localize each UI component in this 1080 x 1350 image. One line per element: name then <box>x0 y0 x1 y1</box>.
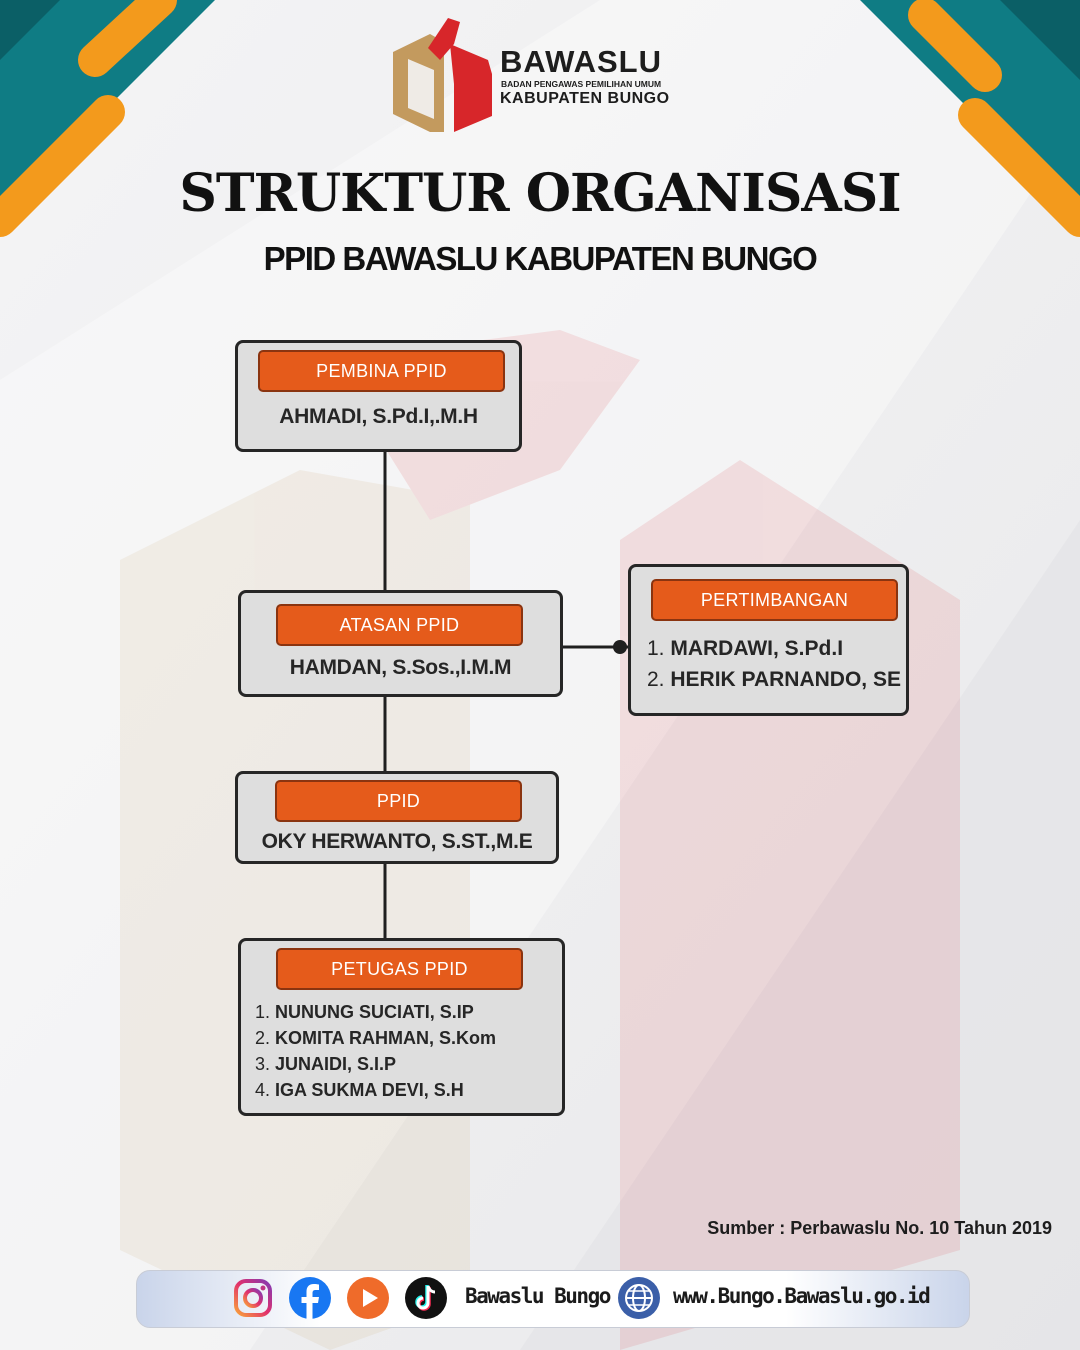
pertimbangan-box: PERTIMBANGAN 1. MARDAWI, S.Pd.I 2. HERIK… <box>628 564 909 716</box>
pembina-ppid-label: PEMBINA PPID <box>258 350 505 392</box>
youtube-icon[interactable] <box>346 1276 390 1320</box>
list-item: 4. IGA SUKMA DEVI, S.H <box>255 1080 464 1100</box>
bawaslu-emblem-icon <box>393 18 492 132</box>
petugas-ppid-box: PETUGAS PPID 1. NUNUNG SUCIATI, S.IP 2. … <box>238 938 565 1116</box>
list-item: 1. MARDAWI, S.Pd.I <box>647 637 844 660</box>
instagram-icon[interactable] <box>231 1276 275 1320</box>
source-note: Sumber : Perbawaslu No. 10 Tahun 2019 <box>707 1218 1052 1238</box>
footer-bar: Bawaslu Bungo www.Bungo.Bawaslu.go.id <box>136 1270 970 1328</box>
pembina-ppid-box: PEMBINA PPID AHMADI, S.Pd.I,.M.H <box>235 340 522 452</box>
connector-dot <box>613 640 627 654</box>
ppid-label: PPID <box>275 780 522 822</box>
tiktok-icon[interactable] <box>404 1276 448 1320</box>
list-item: 2. HERIK PARNANDO, SE <box>647 668 901 691</box>
pembina-ppid-name: AHMADI, S.Pd.I,.M.H <box>279 405 478 428</box>
logo-org-name: BAWASLU <box>500 44 662 79</box>
list-item: 2. KOMITA RAHMAN, S.Kom <box>255 1028 497 1048</box>
website-link[interactable]: www.Bungo.Bawaslu.go.id <box>673 1284 931 1308</box>
pertimbangan-list: 1. MARDAWI, S.Pd.I 2. HERIK PARNANDO, SE <box>647 633 901 695</box>
page-title: STRUKTUR ORGANISASI <box>179 163 901 224</box>
logo-org-full: BADAN PENGAWAS PEMILIHAN UMUM <box>501 79 662 89</box>
social-handle[interactable]: Bawaslu Bungo <box>465 1284 611 1308</box>
facebook-icon[interactable] <box>288 1276 332 1320</box>
atasan-ppid-name: HAMDAN, S.Sos.,I.M.M <box>289 656 512 679</box>
ppid-name: OKY HERWANTO, S.ST.,M.E <box>261 830 533 853</box>
page-subtitle: PPID BAWASLU KABUPATEN BUNGO <box>263 240 818 277</box>
list-item: 3. JUNAIDI, S.I.P <box>255 1054 397 1074</box>
list-item: 1. NUNUNG SUCIATI, S.IP <box>255 1002 474 1022</box>
atasan-ppid-label: ATASAN PPID <box>276 604 523 646</box>
ppid-box: PPID OKY HERWANTO, S.ST.,M.E <box>235 771 559 864</box>
bawaslu-logo: BAWASLU BADAN PENGAWAS PEMILIHAN UMUM KA… <box>388 14 688 134</box>
pertimbangan-label: PERTIMBANGAN <box>651 579 898 621</box>
globe-icon <box>618 1277 660 1319</box>
petugas-ppid-label: PETUGAS PPID <box>276 948 523 990</box>
petugas-list: 1. NUNUNG SUCIATI, S.IP 2. KOMITA RAHMAN… <box>255 999 496 1103</box>
atasan-ppid-box: ATASAN PPID HAMDAN, S.Sos.,I.M.M <box>238 590 563 697</box>
logo-region: KABUPATEN BUNGO <box>500 90 670 107</box>
